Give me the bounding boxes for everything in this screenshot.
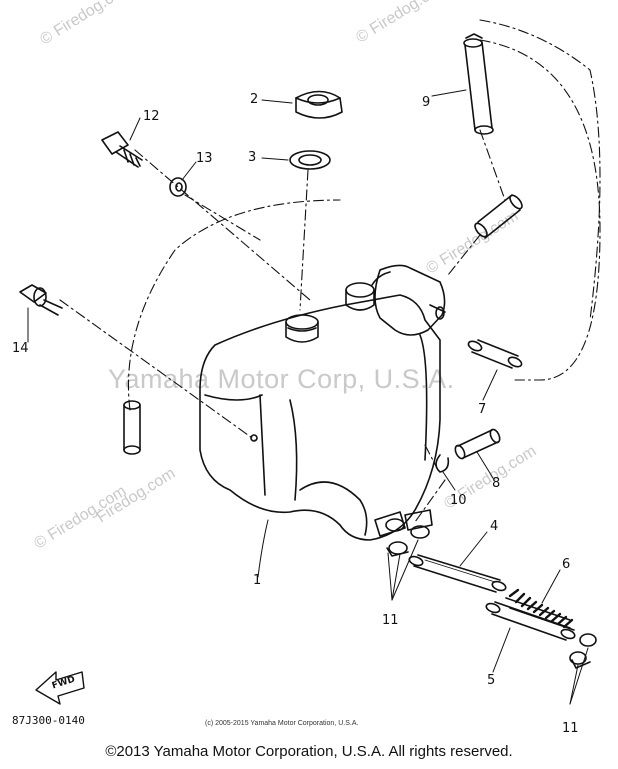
- oil-tank: [199, 264, 446, 541]
- callout-11-middle: 11: [382, 613, 399, 628]
- side-nipple: [429, 304, 446, 320]
- small-copyright: (c) 2005-2015 Yamaha Motor Corporation, …: [205, 720, 359, 727]
- assembly-lines: [59, 19, 601, 523]
- breather-fitting: [345, 282, 375, 311]
- callout-13: 13: [196, 151, 213, 166]
- callout-14: 14: [12, 341, 29, 356]
- filler-neck: [285, 314, 319, 343]
- callout-10: 10: [450, 493, 467, 508]
- callout-3: 3: [248, 150, 257, 165]
- clip-10-part: [435, 454, 450, 473]
- long-hose-part: [463, 33, 494, 135]
- callout-1: 1: [253, 573, 262, 588]
- callout-4: 4: [490, 519, 499, 534]
- hose-7-part: [467, 339, 523, 369]
- callout-8: 8: [492, 476, 501, 491]
- callout-7: 7: [478, 402, 487, 417]
- watermark-main: Yamaha Motor Corp, U.S.A.: [108, 364, 455, 394]
- bolt-14-part: [19, 284, 63, 316]
- spring-6-part: [505, 588, 575, 631]
- hose-4-part: [408, 554, 507, 593]
- part-code: 87J300-0140: [12, 714, 85, 727]
- callout-12: 12: [143, 109, 160, 124]
- callout-6: 6: [562, 557, 571, 572]
- callout-5: 5: [487, 673, 496, 688]
- fwd-arrow: [35, 671, 85, 705]
- callout-2: 2: [250, 92, 259, 107]
- short-hose-left: [123, 400, 141, 455]
- callout-11-right: 11: [562, 721, 579, 736]
- bolt-12-part: [101, 131, 143, 168]
- leader-lines: [27, 89, 589, 705]
- washer-13-part: [169, 177, 187, 197]
- gasket-part: [289, 150, 331, 170]
- clamps-11-right: [569, 633, 597, 669]
- hose-8-part: [454, 428, 501, 460]
- cap-part: [295, 90, 343, 119]
- short-hose-upper: [474, 194, 523, 239]
- tank-outlets: [374, 509, 433, 537]
- clamps-11-middle: [385, 518, 430, 557]
- footer-copyright: ©2013 Yamaha Motor Corporation, U.S.A. A…: [105, 743, 513, 760]
- callout-9: 9: [422, 95, 431, 110]
